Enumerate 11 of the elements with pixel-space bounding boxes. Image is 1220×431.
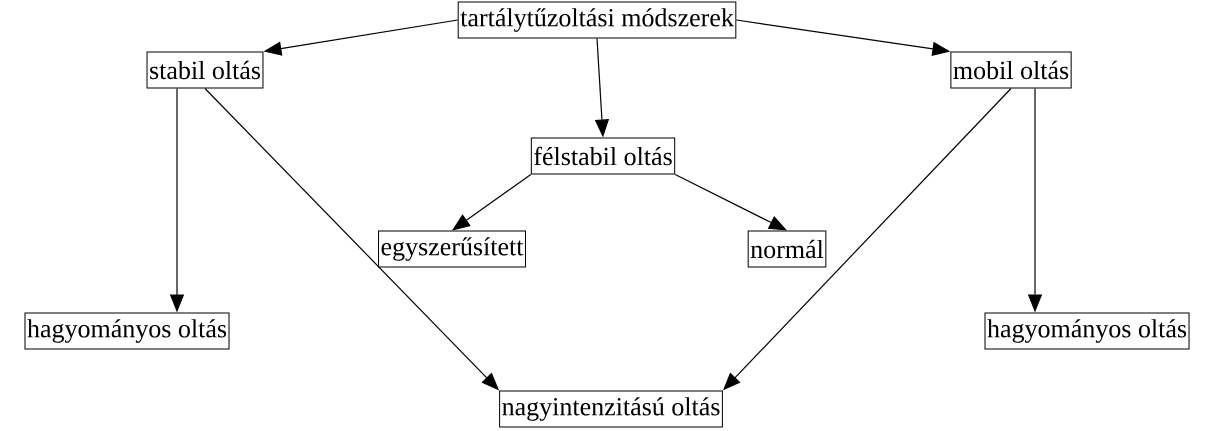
arrow [452, 173, 532, 231]
arrow [674, 173, 787, 231]
process-box: normál [747, 230, 827, 268]
process-box: nagyintenzitású oltás [499, 390, 723, 428]
process-box: mobil oltás [950, 51, 1072, 89]
process-box: félstabil oltás [530, 137, 676, 175]
process-box: tartálytűzoltási módszerek [457, 1, 737, 39]
process-box: hagyományos oltás [984, 312, 1190, 350]
process-box: stabil oltás [146, 51, 264, 89]
process-box: egyszerűsített [378, 230, 526, 268]
process-box: hagyományos oltás [24, 312, 230, 350]
